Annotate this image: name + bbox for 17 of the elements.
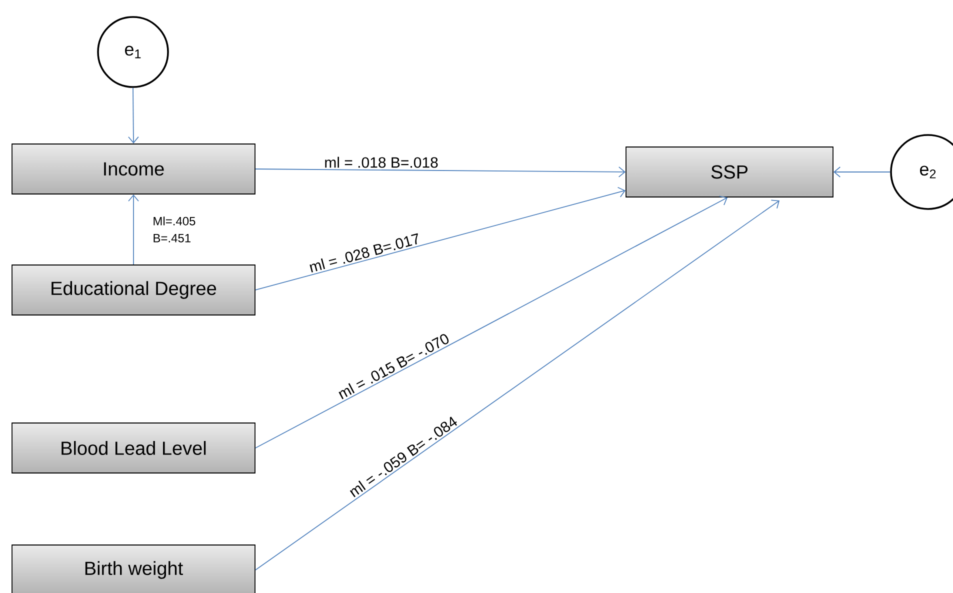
arrow (128, 87, 139, 144)
variable-box: Income (12, 144, 256, 194)
arrow (255, 196, 728, 448)
arrow (255, 200, 780, 570)
arrow (128, 194, 139, 265)
variable-box: Educational Degree (12, 264, 256, 316)
arrow (255, 166, 626, 178)
arrow (255, 186, 626, 290)
edge-label: ml = .018 B=.018 (325, 156, 438, 168)
edge-label: Ml=.405 B=.451 (154, 216, 196, 242)
variable-box: Birth weight (12, 544, 256, 593)
arrow (833, 166, 891, 178)
variable-box: Blood Lead Level (12, 422, 256, 474)
edge-label: ml = .028 B=.017 (310, 233, 418, 272)
edge-label: ml = -.059 B= -.084 (350, 416, 457, 498)
edge-label: ml = .015 B= -.070 (338, 334, 449, 400)
variable-box: SSP (626, 146, 834, 198)
